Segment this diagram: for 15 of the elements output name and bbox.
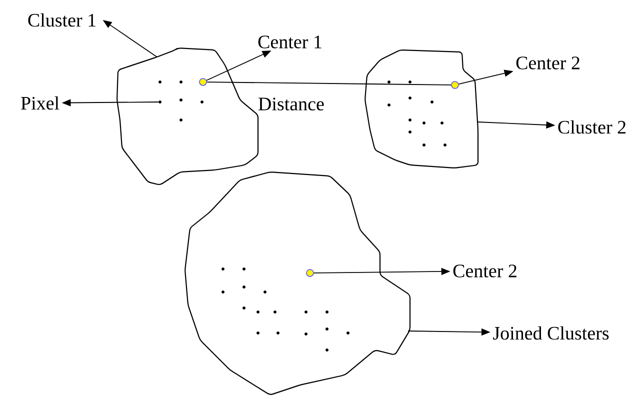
center-point	[306, 269, 314, 277]
text-label: Pixel	[21, 96, 60, 110]
cluster-outline	[184, 172, 411, 395]
edge-label: Distance	[256, 96, 326, 112]
text-label: Center 2	[516, 56, 580, 70]
center-point	[451, 81, 459, 89]
text-label: Joined Clusters	[493, 326, 609, 340]
connector-line	[206, 82, 452, 86]
text-label: Center 1	[258, 36, 322, 48]
center-point	[199, 78, 207, 86]
text-label: Cluster 2	[558, 120, 626, 134]
cluster-outline	[116, 48, 259, 185]
text-label: Cluster 1	[28, 13, 96, 27]
text-label: Center 2	[453, 264, 516, 278]
cluster-outline	[364, 50, 479, 168]
